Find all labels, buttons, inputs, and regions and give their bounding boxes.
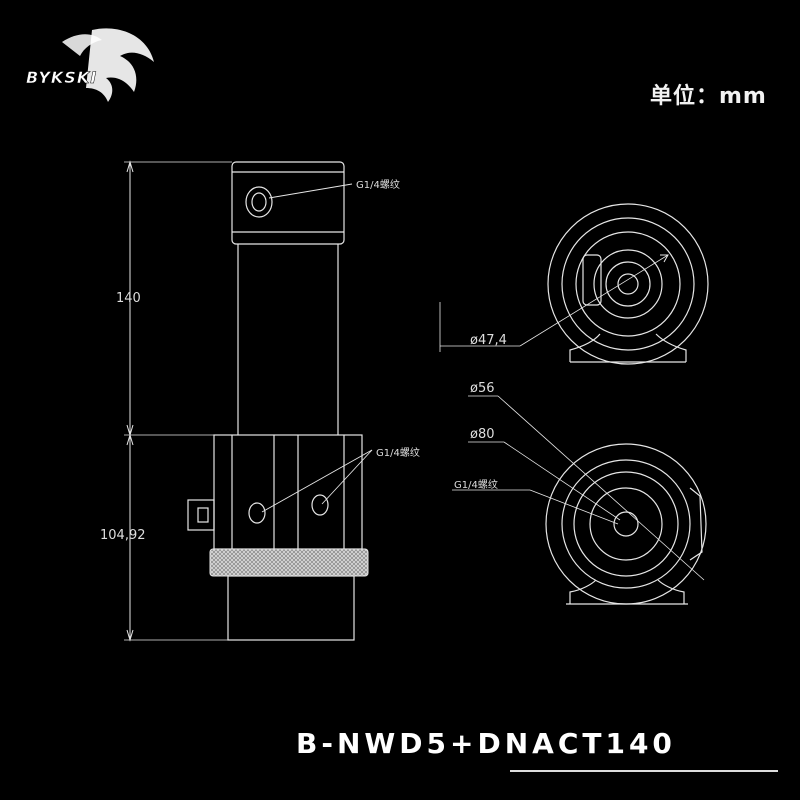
callout-thread-top: G1/4螺纹 (356, 180, 400, 191)
dim-diameter-80: ø80 (470, 427, 495, 442)
unit-label: 单位：mm (650, 84, 767, 109)
brand-name: BYKSKI (26, 68, 98, 88)
dim-diameter-inner: ø47,4 (470, 333, 507, 348)
model-underline (510, 770, 778, 772)
dim-height-bottom: 104,92 (100, 528, 146, 543)
brand-logo: BYKSKI (22, 22, 162, 112)
callout-thread-bottom-view: G1/4螺纹 (454, 480, 498, 491)
model-name: B-NWD5+DNACT140 (296, 727, 676, 760)
dim-diameter-56: ø56 (470, 381, 495, 396)
dragon-icon (86, 28, 154, 103)
callout-thread-side: G1/4螺纹 (376, 448, 420, 459)
dim-height-top: 140 (116, 291, 141, 306)
